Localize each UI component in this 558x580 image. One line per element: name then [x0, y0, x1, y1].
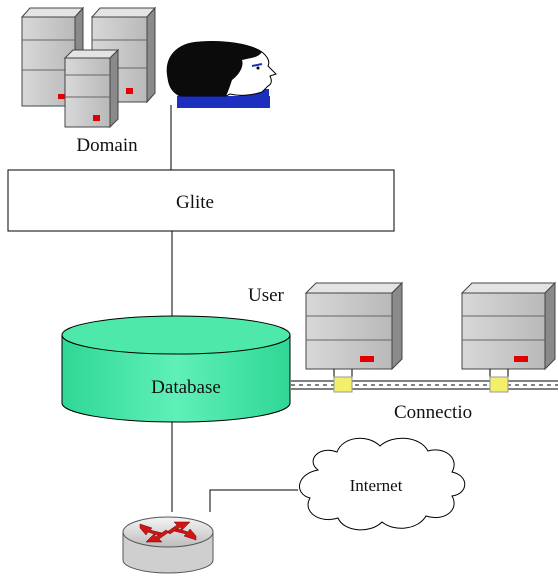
person-head-icon [166, 41, 277, 108]
cloud-icon [299, 437, 466, 531]
connection-label: Connectio [394, 402, 472, 423]
user-label: User [248, 285, 285, 306]
glite-label: Glite [176, 192, 214, 213]
glite-box [7, 169, 395, 232]
router-icon [122, 516, 214, 574]
network-bus [291, 380, 558, 390]
internet-label: Internet [350, 476, 403, 495]
link-router-internet [209, 489, 298, 512]
user-server-right [460, 281, 557, 378]
database-label: Database [151, 377, 221, 398]
user-server-left [304, 281, 404, 378]
network-tap-icon [333, 376, 353, 393]
server-stack-icon [20, 6, 157, 129]
database-cylinder [61, 315, 291, 423]
domain-label: Domain [76, 135, 138, 156]
network-tap-icon [489, 376, 509, 393]
